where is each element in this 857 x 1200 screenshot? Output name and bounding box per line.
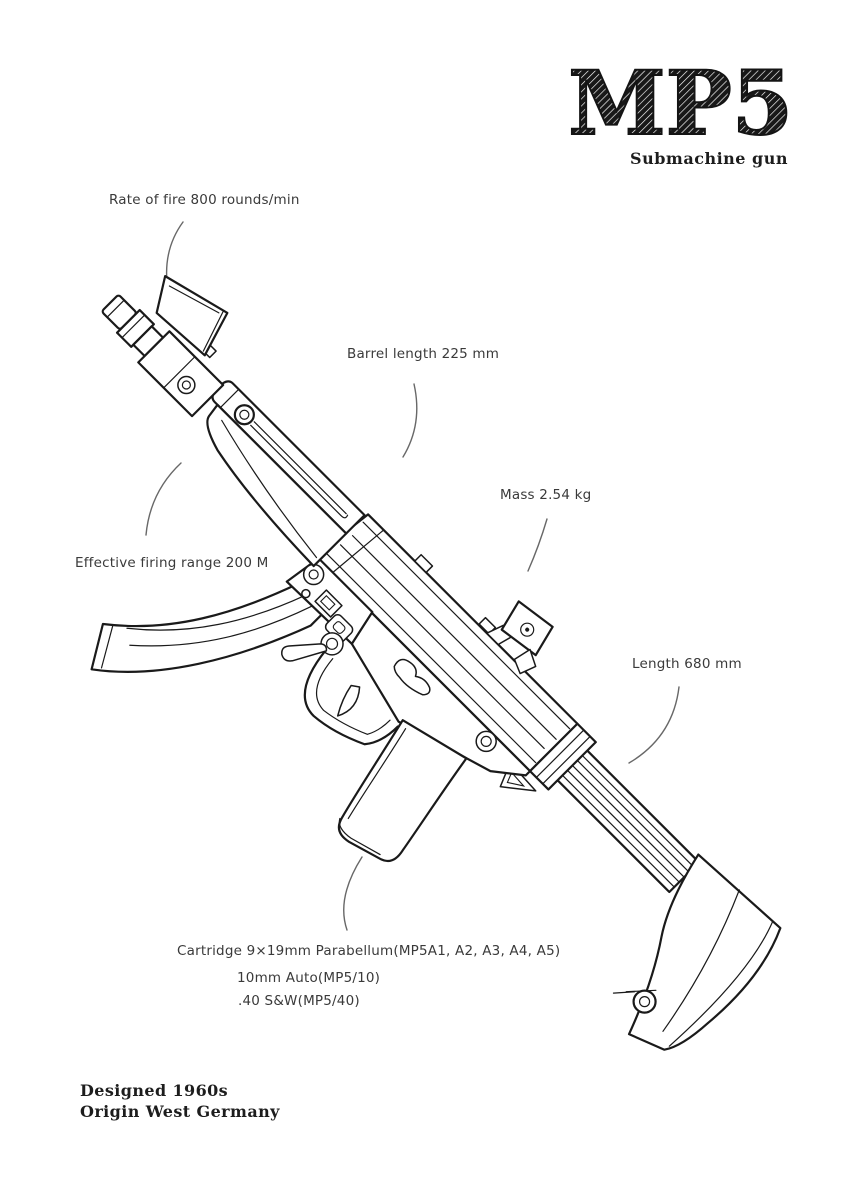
page-subtitle: Submachine gun bbox=[630, 149, 788, 168]
rear-pin bbox=[475, 730, 497, 753]
leader-cartridge bbox=[343, 856, 363, 931]
sling-loop bbox=[632, 989, 657, 1014]
annotation-cartridge-1: Cartridge 9×19mm Parabellum(MP5A1, A2, A… bbox=[177, 943, 561, 959]
annotation-barrel-length: Barrel length 225 mm bbox=[347, 346, 500, 362]
trigger-guard bbox=[303, 648, 399, 746]
footer-origin: Origin West Germany bbox=[80, 1102, 280, 1121]
annotation-rate-of-fire: Rate of fire 800 rounds/min bbox=[109, 192, 300, 208]
magazine-well bbox=[281, 557, 374, 662]
leader-effective-range bbox=[145, 462, 182, 536]
leader-barrel-length bbox=[402, 383, 418, 458]
front-sight-hood bbox=[155, 275, 229, 357]
footer-designed: Designed 1960s bbox=[80, 1081, 229, 1100]
handguard bbox=[206, 403, 348, 568]
annotation-effective-range: Effective firing range 200 M bbox=[75, 555, 269, 571]
butt-stock bbox=[612, 853, 782, 1051]
trigger bbox=[336, 684, 361, 717]
page-title: MP5 bbox=[568, 52, 793, 152]
muzzle bbox=[101, 294, 165, 358]
footer: Designed 1960s Origin West Germany bbox=[80, 1080, 280, 1122]
annotation-length: Length 680 mm bbox=[632, 656, 742, 672]
stock-rails bbox=[555, 748, 701, 894]
annotation-cartridge-3: .40 S&W(MP5/40) bbox=[238, 993, 360, 1009]
leader-rate-of-fire bbox=[165, 221, 184, 283]
sight-rail-tab bbox=[414, 553, 434, 574]
gun-line-drawing bbox=[90, 275, 782, 1051]
leader-mass bbox=[527, 518, 548, 572]
leader-length bbox=[628, 686, 680, 764]
trigger-housing bbox=[350, 611, 532, 777]
mag-release-pin bbox=[302, 563, 325, 586]
rear-sight bbox=[486, 600, 554, 675]
front-sight bbox=[137, 275, 229, 418]
poster-title-block: MP5 bbox=[567, 52, 794, 152]
annotation-cartridge-2: 10mm Auto(MP5/10) bbox=[237, 970, 381, 986]
pistol-grip bbox=[337, 719, 468, 863]
cocking-handle bbox=[233, 404, 255, 426]
annotation-mass: Mass 2.54 kg bbox=[500, 487, 592, 503]
selector-lever bbox=[281, 643, 328, 662]
magazine bbox=[90, 581, 328, 673]
